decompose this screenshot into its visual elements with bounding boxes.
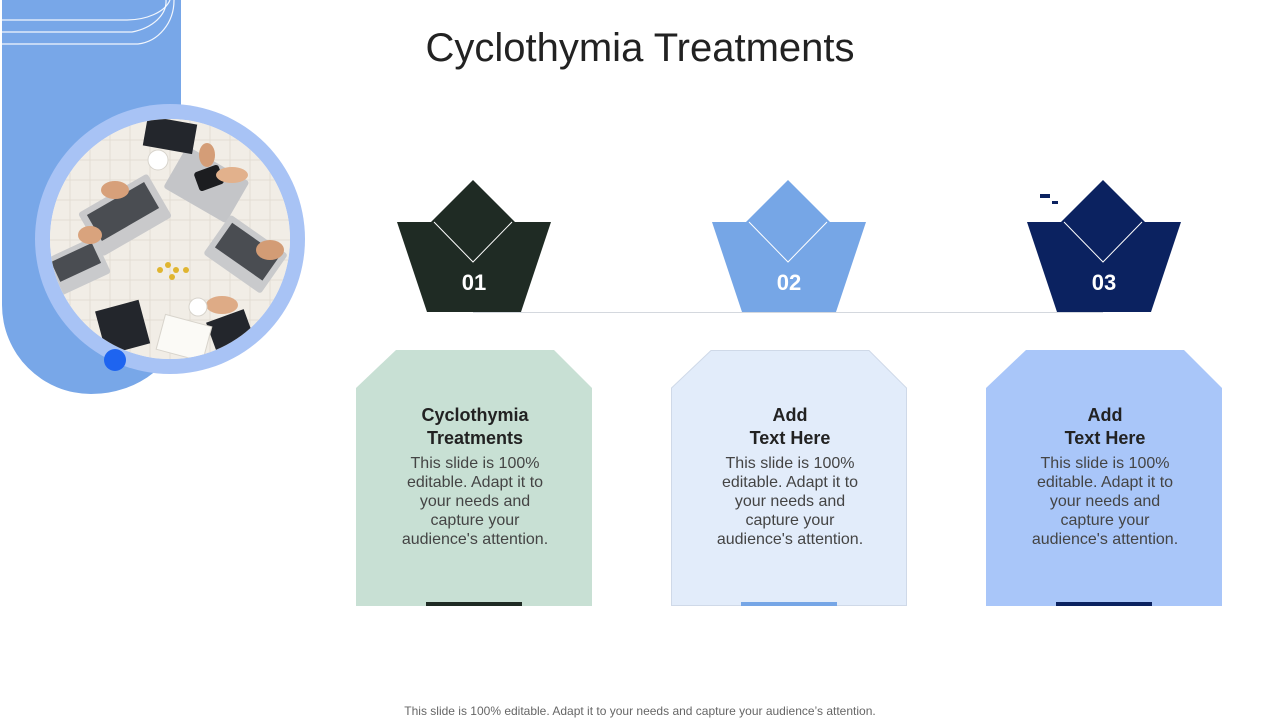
page-title: Cyclothymia Treatments xyxy=(425,26,855,70)
card-accent-bar xyxy=(1056,602,1152,606)
step-number: 01 xyxy=(461,270,487,295)
step-badge-02: 02 xyxy=(711,178,867,314)
step-badge-03: 03 xyxy=(1026,178,1182,314)
card-accent-bar xyxy=(741,602,837,606)
step-badge-01: $ 01 xyxy=(396,178,552,314)
step-number: 02 xyxy=(776,270,802,295)
svg-text:$: $ xyxy=(404,185,408,192)
meeting-photo xyxy=(50,119,290,359)
card-accent-bar xyxy=(426,602,522,606)
connector-line xyxy=(473,312,1103,313)
card-description: This slide is 100% editable. Adapt it to… xyxy=(1031,455,1179,548)
footer-note: This slide is 100% editable. Adapt it to… xyxy=(404,704,876,718)
hand-coin-icon: $ xyxy=(400,181,424,216)
machine-icon xyxy=(1030,184,1062,212)
photo-decoration xyxy=(2,0,305,394)
document-search-icon xyxy=(719,182,749,218)
card-description: This slide is 100% editable. Adapt it to… xyxy=(401,455,549,548)
card-description: This slide is 100% editable. Adapt it to… xyxy=(716,455,864,548)
step-number: 03 xyxy=(1091,270,1117,295)
